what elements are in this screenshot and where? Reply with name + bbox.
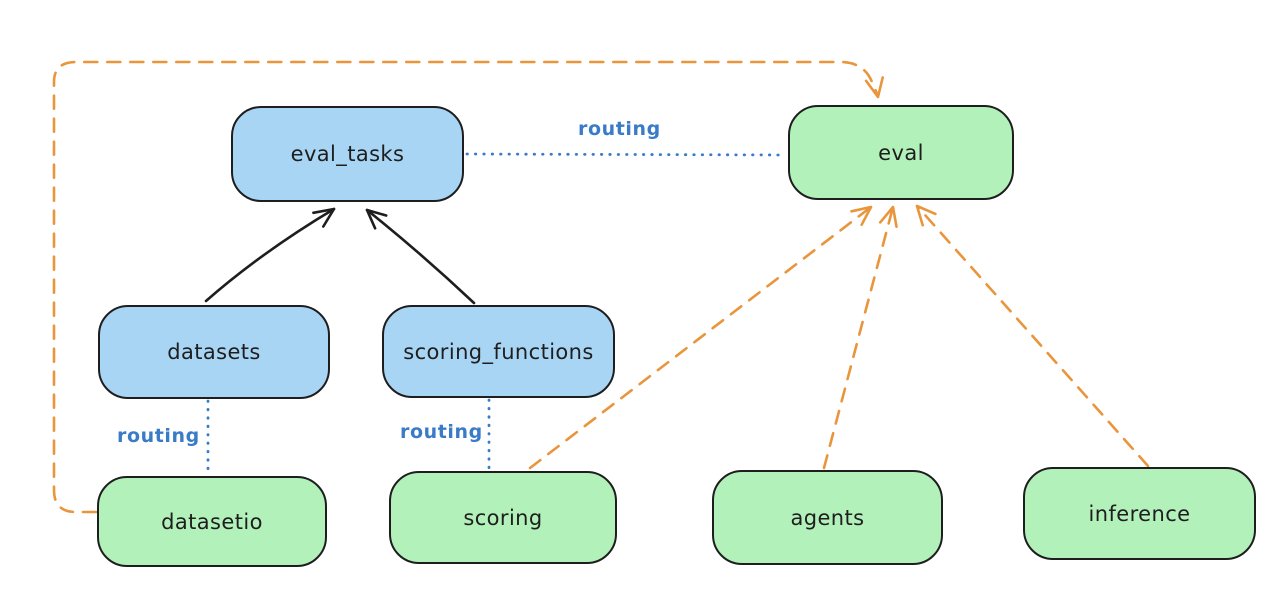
node-scoring-functions-label: scoring_functions <box>403 339 594 364</box>
node-datasets: datasets <box>98 305 330 399</box>
node-inference: inference <box>1023 467 1256 560</box>
node-datasetio: datasetio <box>97 476 327 567</box>
node-datasetio-label: datasetio <box>161 509 263 534</box>
edge-routing-eval-tasks-to-eval <box>465 152 787 157</box>
edge-scoring-to-eval <box>528 205 873 470</box>
edge-agents-to-eval <box>822 205 898 470</box>
edge-scoring-functions-to-eval-tasks <box>365 208 476 305</box>
node-scoring-functions: scoring_functions <box>382 305 615 398</box>
node-inference-label: inference <box>1088 501 1191 526</box>
node-eval-tasks: eval_tasks <box>231 106 464 202</box>
node-agents: agents <box>712 470 943 565</box>
routing-label-top: routing <box>578 118 661 140</box>
node-eval: eval <box>788 105 1014 200</box>
edge-datasetio-to-eval <box>52 60 884 514</box>
node-eval-tasks-label: eval_tasks <box>290 142 405 166</box>
node-agents-label: agents <box>790 505 865 530</box>
node-eval-label: eval <box>878 140 924 165</box>
routing-label-datasets: routing <box>117 425 200 447</box>
node-scoring-label: scoring <box>463 505 543 530</box>
routing-label-scoring: routing <box>400 421 483 443</box>
edge-datasets-to-eval-tasks <box>204 207 336 303</box>
node-datasets-label: datasets <box>167 340 261 364</box>
node-scoring: scoring <box>389 471 617 564</box>
edge-inference-to-eval <box>915 204 1150 468</box>
